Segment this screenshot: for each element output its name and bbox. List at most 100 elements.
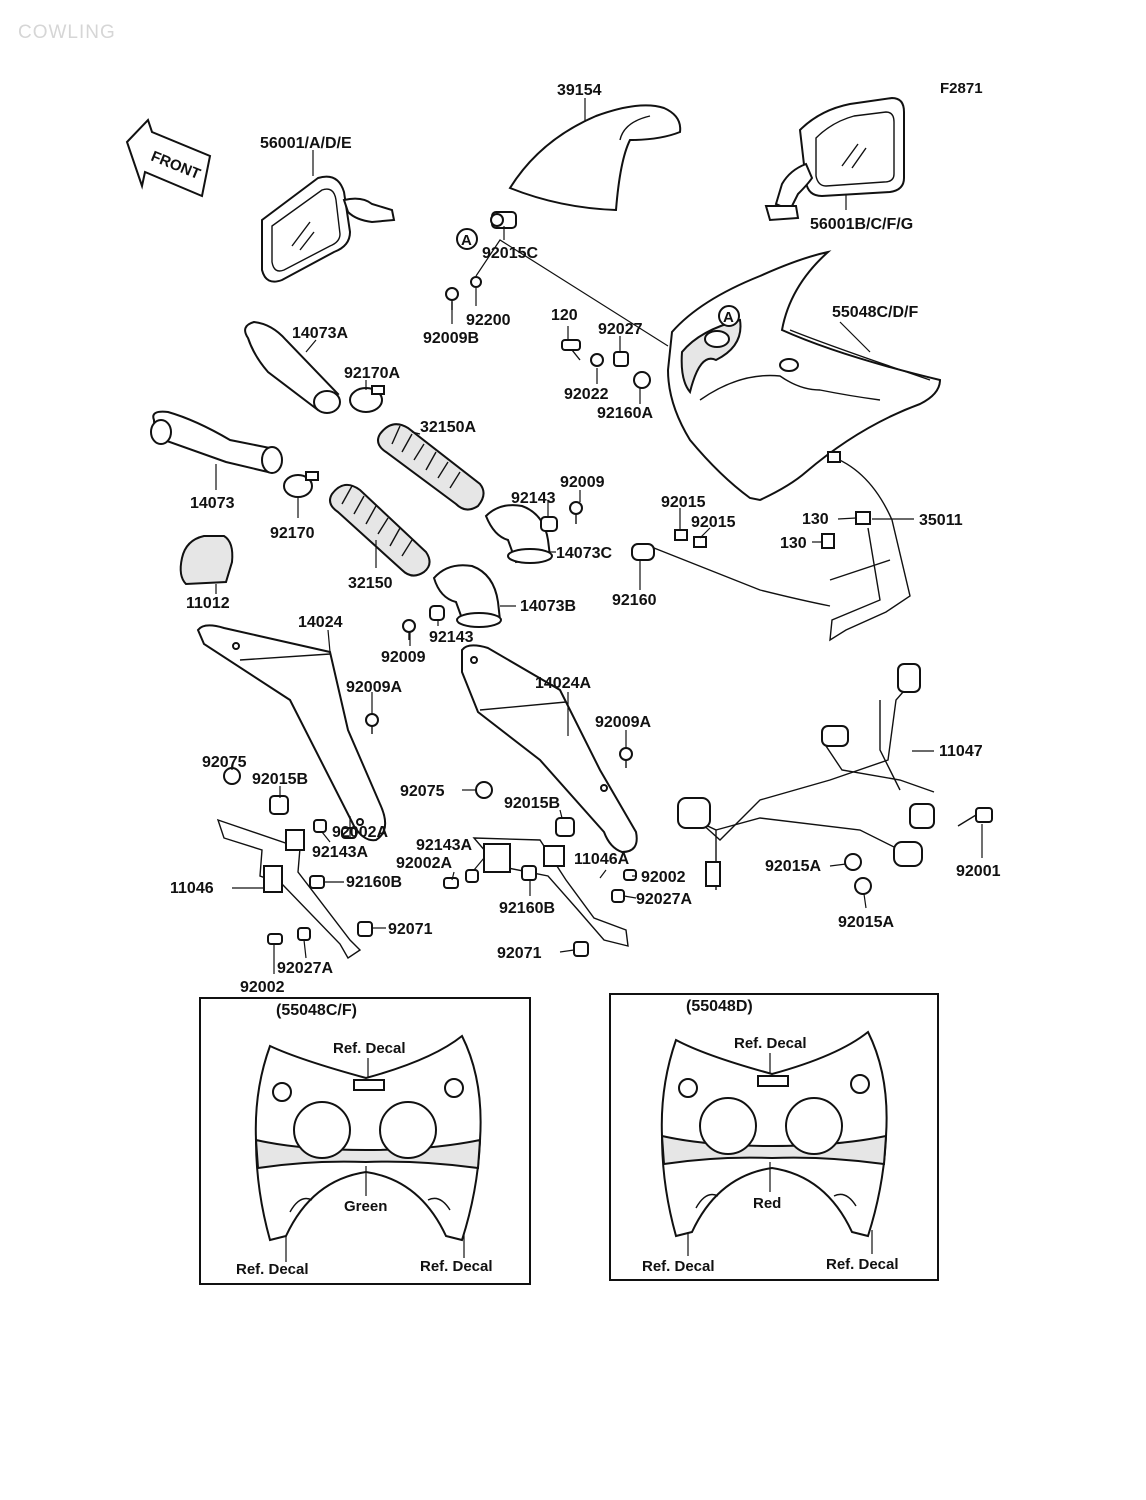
upper-cowl-illustration: [666, 250, 942, 502]
clamp-92170a-illustration: [349, 385, 385, 413]
grommet-92160b-right-illustration: [521, 865, 537, 881]
label-92002a-left: 92002A: [332, 824, 388, 841]
grommet-92075-right-illustration: [475, 781, 493, 799]
label-14024a: 14024A: [535, 675, 591, 692]
collar-92027a-left-illustration: [297, 927, 311, 941]
side-cover-14024a-illustration: [461, 644, 638, 854]
panel-right-left-decal: Ref. Decal: [642, 1258, 715, 1275]
label-11047: 11047: [939, 743, 983, 760]
label-92002-left: 92002: [240, 979, 285, 996]
label-92071-right: 92071: [497, 945, 542, 962]
label-14024: 14024: [298, 614, 343, 631]
label-92075-left: 92075: [202, 754, 247, 771]
collar-92027a-right-illustration: [611, 889, 625, 903]
duct-14073-illustration: [150, 410, 283, 474]
label-92027a-left: 92027A: [277, 960, 333, 977]
label-92160b-left: 92160B: [346, 874, 402, 891]
label-92002-right: 92002: [641, 869, 686, 886]
label-92143a-left: 92143A: [312, 844, 368, 861]
label-92143a-right: 92143A: [416, 837, 472, 854]
mirror-right-illustration: [764, 96, 905, 222]
screw-92009a-left-illustration: [365, 713, 379, 734]
label-11012: 11012: [186, 595, 230, 612]
label-92015a-bottom: 92015A: [838, 914, 894, 931]
label-32150: 32150: [348, 575, 393, 592]
label-35011: 35011: [919, 512, 963, 529]
label-92009-upper: 92009: [560, 474, 605, 491]
bolt-92001-illustration: [957, 807, 993, 827]
cowl-front-view-right-illustration: [660, 1030, 888, 1238]
bolt-120-illustration: [561, 339, 581, 361]
label-14073b: 14073B: [520, 598, 576, 615]
leader-lines: [215, 98, 983, 974]
stay-35011-illustration: [653, 451, 911, 642]
grommet-92160-illustration: [631, 543, 655, 561]
label-92160a: 92160A: [597, 405, 653, 422]
label-92143-lower: 92143: [429, 629, 474, 646]
nut-92015a-upper-illustration: [844, 853, 862, 871]
washer-92200-illustration: [470, 276, 482, 288]
svg-text:A: A: [723, 309, 734, 326]
clip-92143-illustration: [540, 516, 558, 532]
label-11046a: 11046A: [574, 851, 630, 868]
label-14073c: 14073C: [556, 545, 612, 562]
bracket-11046-illustration: [216, 818, 362, 959]
clamp-92170-illustration: [283, 471, 319, 498]
label-120: 120: [551, 307, 578, 324]
label-92027: 92027: [598, 321, 643, 338]
label-92071-left: 92071: [388, 921, 433, 938]
mirror-left-illustration: [261, 175, 396, 283]
screw-92009b-illustration: [445, 287, 459, 310]
screw-92002a-right-illustration: [443, 877, 459, 889]
panel-right-top-decal: Ref. Decal: [734, 1035, 807, 1052]
collar-92143a-right-illustration: [465, 869, 479, 883]
screw-92009-lower-illustration: [402, 619, 416, 640]
grommet-92015c-illustration: [490, 211, 517, 229]
panel-right-right-decal: Ref. Decal: [826, 1256, 899, 1273]
figure-code: F2871: [940, 80, 983, 97]
hose-32150-illustration: [329, 483, 431, 577]
label-92002a-right: 92002A: [396, 855, 452, 872]
screw-92009a-right-illustration: [619, 747, 633, 768]
label-92015-left: 92015: [661, 494, 706, 511]
ref-marker-a-left: A: [456, 228, 478, 250]
label-92009b: 92009B: [423, 330, 479, 347]
label-39154: 39154: [557, 82, 602, 99]
label-14073a: 14073A: [292, 325, 348, 342]
panel-left-right-decal: Ref. Decal: [420, 1258, 493, 1275]
label-92160: 92160: [612, 592, 657, 609]
label-92027a-right: 92027A: [636, 891, 692, 908]
label-11046: 11046: [170, 880, 214, 897]
cowl-front-view-left-illustration: [254, 1034, 482, 1242]
label-92015a-left: 92015A: [765, 858, 821, 875]
screw-92002a-left-illustration: [341, 827, 357, 839]
washer-92022-illustration: [590, 353, 604, 367]
ref-marker-a-right: A: [718, 305, 740, 327]
svg-text:A: A: [461, 232, 472, 249]
grommet-92160a-illustration: [633, 371, 651, 389]
bracket-11047-illustration: [677, 663, 935, 890]
label-92009a-right: 92009A: [595, 714, 651, 731]
label-55048cdf: 55048C/D/F: [832, 304, 918, 321]
label-92015c: 92015C: [482, 245, 538, 262]
label-14073: 14073: [190, 495, 235, 512]
block-11012-illustration: [179, 535, 234, 586]
grommet-92015-pair-illustration: [674, 529, 707, 548]
screw-92002-right-illustration: [623, 869, 637, 881]
label-56001ade: 56001/A/D/E: [260, 135, 352, 152]
windshield-illustration: [508, 104, 682, 212]
screw-92009-upper-illustration: [569, 501, 583, 524]
panel-left-title: (55048C/F): [276, 1002, 357, 1019]
label-130-bottom: 130: [780, 535, 807, 552]
label-92015b-right: 92015B: [504, 795, 560, 812]
grommet-92015b-right-illustration: [555, 817, 575, 837]
elbow-14073b-illustration: [432, 564, 502, 628]
watermark-text: COWLING: [18, 22, 116, 43]
label-92015-right: 92015: [691, 514, 736, 531]
panel-left-color: Green: [344, 1198, 387, 1215]
label-92200: 92200: [466, 312, 511, 329]
label-56001bcfg: 56001B/C/F/G: [810, 216, 913, 233]
label-92009a-left: 92009A: [346, 679, 402, 696]
collar-92143a-left-illustration: [313, 819, 327, 833]
